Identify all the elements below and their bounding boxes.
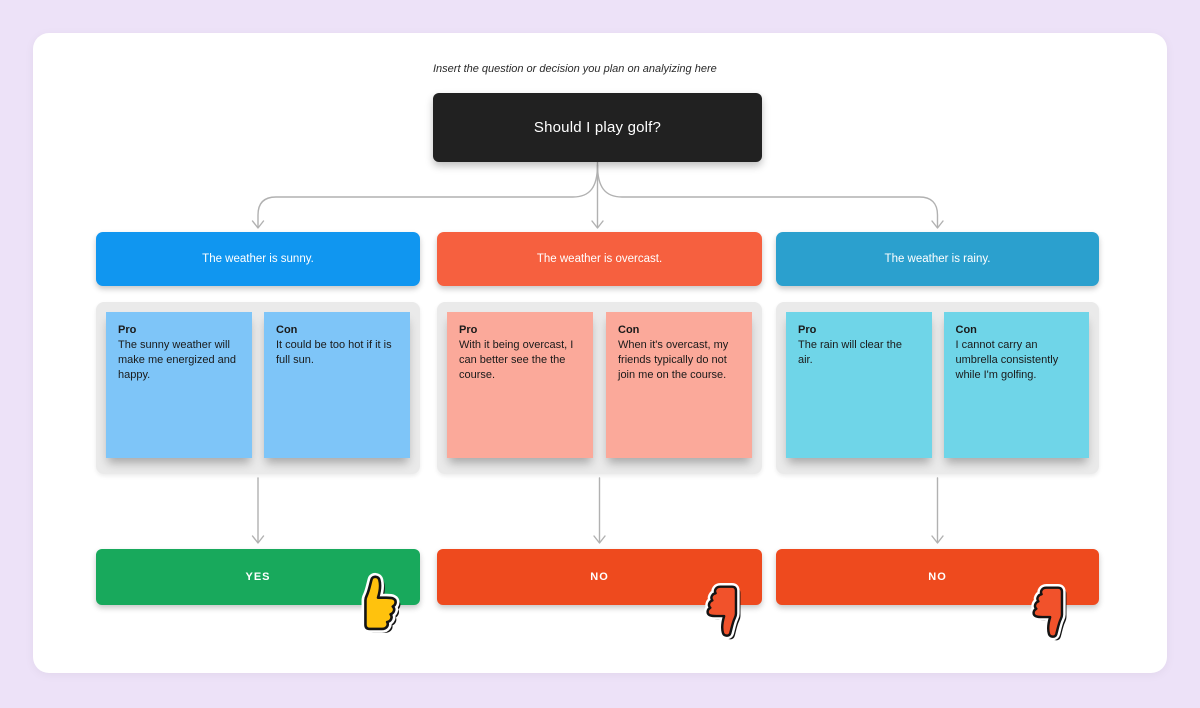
pro-text: The sunny weather will make me energized… [118, 339, 237, 381]
con-label: Con [618, 324, 640, 336]
decision-label: NO [590, 571, 609, 583]
con-label: Con [276, 324, 298, 336]
proscons-container-sunny[interactable]: Pro The sunny weather will make me energ… [96, 302, 420, 474]
con-text: It could be too hot if it is full sun. [276, 339, 392, 366]
pro-label: Pro [118, 324, 137, 336]
pro-label: Pro [459, 324, 478, 336]
decision-label: YES [245, 571, 271, 583]
question-text: Should I play golf? [533, 119, 662, 136]
pro-label: Pro [798, 324, 817, 336]
decision-label: NO [928, 571, 947, 583]
proscons-container-overcast[interactable]: Pro With it being overcast, I can better… [437, 302, 762, 474]
instruction-text: Insert the question or decision you plan… [433, 63, 717, 75]
con-note-sunny[interactable]: Con It could be too hot if it is full su… [264, 312, 410, 458]
whiteboard-canvas: Insert the question or decision you plan… [33, 33, 1167, 673]
decision-box-overcast[interactable]: NO [437, 549, 762, 605]
con-label: Con [955, 324, 977, 336]
branch-overcast-column: The weather is overcast. Pro With it bei… [437, 33, 762, 673]
con-text: I cannot carry an umbrella consistently … [955, 339, 1059, 381]
thumbs-up-icon[interactable] [346, 569, 404, 635]
branch-header-rainy[interactable]: The weather is rainy. [776, 232, 1099, 286]
branch-header-overcast[interactable]: The weather is overcast. [437, 232, 762, 286]
thumbs-down-icon[interactable] [1025, 582, 1081, 644]
con-note-overcast[interactable]: Con When it's overcast, my friends typic… [606, 312, 752, 458]
proscons-container-rainy[interactable]: Pro The rain will clear the air. Con I c… [776, 302, 1099, 474]
pro-note-rainy[interactable]: Pro The rain will clear the air. [786, 312, 932, 458]
pro-text: With it being overcast, I can better see… [459, 339, 574, 381]
question-box[interactable]: Should I play golf? [433, 93, 762, 162]
branch-rainy-column: The weather is rainy. Pro The rain will … [776, 33, 1099, 673]
con-note-rainy[interactable]: Con I cannot carry an umbrella consisten… [943, 312, 1089, 458]
branch-condition-text: The weather is sunny. [202, 253, 314, 265]
branch-sunny-column: The weather is sunny. Pro The sunny weat… [96, 33, 420, 673]
pro-text: The rain will clear the air. [798, 339, 902, 366]
thumbs-down-icon[interactable] [699, 581, 755, 643]
branch-condition-text: The weather is rainy. [884, 253, 991, 265]
con-text: When it's overcast, my friends typically… [618, 339, 729, 381]
branch-condition-text: The weather is overcast. [536, 253, 663, 265]
pro-note-overcast[interactable]: Pro With it being overcast, I can better… [447, 312, 593, 458]
branch-header-sunny[interactable]: The weather is sunny. [96, 232, 420, 286]
pro-note-sunny[interactable]: Pro The sunny weather will make me energ… [106, 312, 252, 458]
